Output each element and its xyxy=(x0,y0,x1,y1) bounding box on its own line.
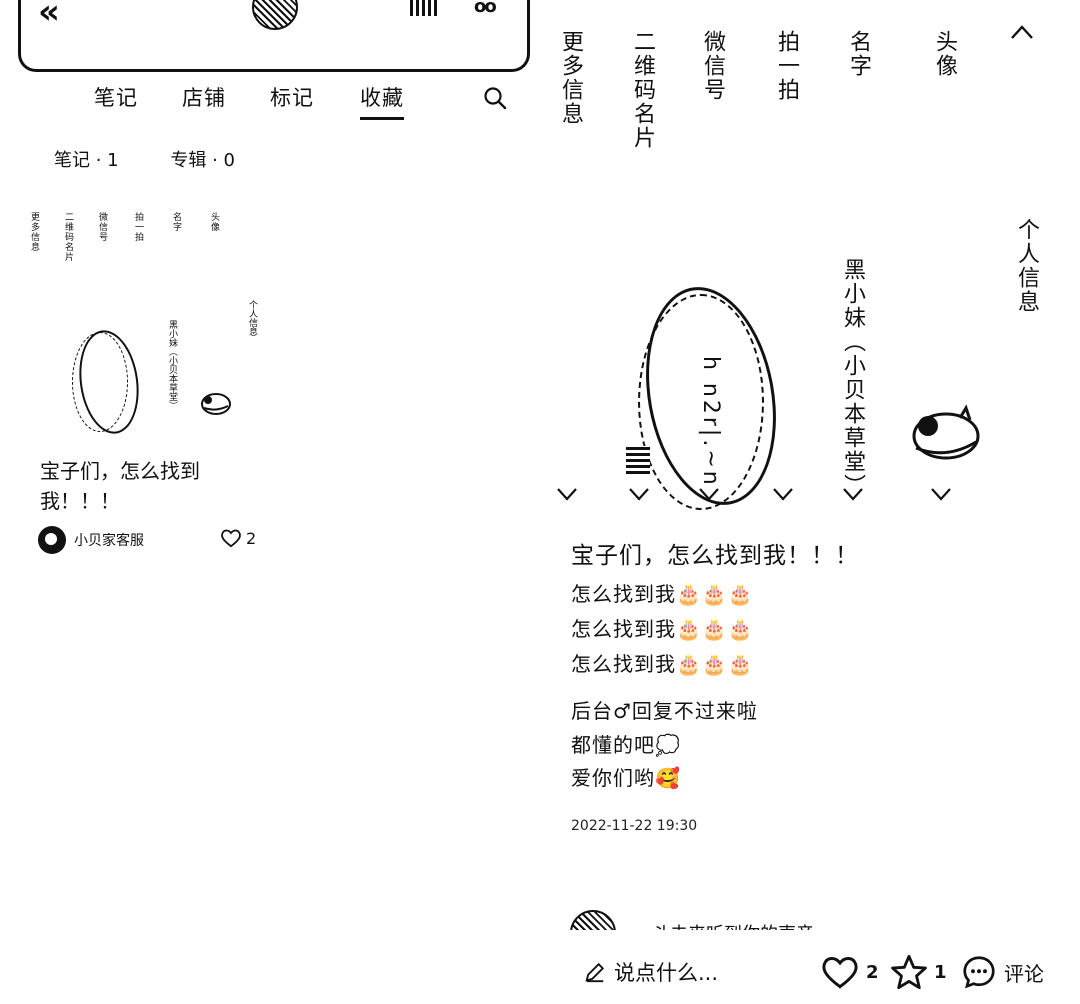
cat-icon xyxy=(912,404,980,460)
sub-tabs: 笔记 · 1 专辑 · 0 xyxy=(54,146,281,172)
double-chevron-left-icon[interactable]: « xyxy=(38,0,60,32)
oval-decoration xyxy=(638,294,764,510)
post-body-line: 爱你们哟🥰 xyxy=(571,766,681,790)
chevron-down-icon[interactable] xyxy=(628,487,650,501)
mini-name: 黑小妹（小贝本草堂） xyxy=(167,320,177,410)
like-button[interactable]: 2 xyxy=(820,954,879,990)
mini-label-more: 更多信息 xyxy=(29,212,39,252)
profile-card xyxy=(18,0,530,72)
comment-input[interactable]: 说点什么... xyxy=(584,957,718,987)
qr-code-icon xyxy=(626,446,650,474)
search-icon[interactable] xyxy=(483,86,507,110)
label-avatar: 头像 xyxy=(932,30,957,78)
label-wechat-id: 微信号 xyxy=(700,30,725,102)
comment-button[interactable]: 评论 xyxy=(960,954,1044,990)
note-detail-panel: 头像 名字 拍一拍 微信号 二维码名片 更多信息 个人信息 黑小妹（小贝本草堂）… xyxy=(540,0,1080,1004)
cat-icon xyxy=(201,393,231,415)
name-value: 黑小妹（小贝本草堂） xyxy=(840,258,865,498)
tab-marks[interactable]: 标记 xyxy=(270,86,314,110)
author-name: 小贝家客服 xyxy=(74,533,144,549)
note-like[interactable]: 2 xyxy=(220,528,256,548)
comment-label: 评论 xyxy=(1004,961,1044,986)
bottom-action-bar: 说点什么... 2 1 评论 xyxy=(540,930,1080,1004)
tab-favorites[interactable]: 收藏 xyxy=(360,82,404,120)
post-body-line: 怎么找到我🎂🎂🎂 xyxy=(571,617,754,641)
note-like-count: 2 xyxy=(246,528,257,548)
like-count: 2 xyxy=(866,961,879,983)
mini-oval xyxy=(72,332,128,432)
mini-label-qr: 二维码名片 xyxy=(63,212,73,262)
post-body-line: 怎么找到我🎂🎂🎂 xyxy=(571,582,754,606)
sub-tab-albums[interactable]: 专辑 · 0 xyxy=(170,150,235,171)
chevron-down-icon[interactable] xyxy=(556,487,578,501)
pencil-icon xyxy=(585,962,605,983)
label-name: 名字 xyxy=(846,30,871,78)
comment-bubble-icon xyxy=(963,956,995,989)
profile-tabs: 笔记 店铺 标记 收藏 xyxy=(0,82,540,122)
author-avatar[interactable] xyxy=(38,526,66,554)
tab-store[interactable]: 店铺 xyxy=(182,86,226,110)
section-title: 个人信息 xyxy=(1014,218,1039,314)
chevron-up-icon[interactable] xyxy=(1010,24,1034,40)
label-qr-card: 二维码名片 xyxy=(630,30,655,150)
note-title[interactable]: 宝子们，怎么找到我！！！ xyxy=(40,459,200,513)
mini-section-title: 个人信息 xyxy=(247,300,257,336)
post-body-line: 后台♂回复不过来啦 xyxy=(571,699,758,723)
chevron-down-icon[interactable] xyxy=(842,487,864,501)
tab-notes[interactable]: 笔记 xyxy=(94,86,138,110)
star-icon xyxy=(891,954,927,990)
label-more-info: 更多信息 xyxy=(558,30,583,126)
favorite-button[interactable]: 1 xyxy=(890,954,947,990)
mini-label-wechat: 微信号 xyxy=(97,212,107,242)
note-cover-thumbnail[interactable]: 头像 名字 拍一拍 微信号 二维码名片 更多信息 个人信息 黑小妹（小贝本草堂） xyxy=(20,200,270,440)
post-title: 宝子们，怎么找到我！！！ xyxy=(571,543,859,569)
heart-icon xyxy=(822,957,858,989)
oval-text: h n2r|.~n xyxy=(698,356,723,488)
qr-code-icon[interactable] xyxy=(410,0,440,16)
chevron-down-icon[interactable] xyxy=(930,487,952,501)
label-pat: 拍一拍 xyxy=(774,30,799,102)
post-date: 2022-11-22 19:30 xyxy=(571,818,698,834)
heart-icon xyxy=(221,529,241,548)
mini-label-avatar: 头像 xyxy=(209,212,219,232)
comment-placeholder: 说点什么... xyxy=(614,961,719,985)
chevron-down-icon[interactable] xyxy=(698,487,720,501)
chevron-down-icon[interactable] xyxy=(772,487,794,501)
post-body-line: 都懂的吧💭 xyxy=(571,733,681,757)
mini-label-pat: 拍一拍 xyxy=(133,212,143,242)
glasses-icon: oo xyxy=(474,0,497,17)
note-author[interactable]: 小贝家客服 xyxy=(38,526,144,554)
profile-panel: « oo 笔记 店铺 标记 收藏 笔记 · 1 专辑 · 0 头像 名字 拍一拍… xyxy=(0,0,540,554)
mini-label-name: 名字 xyxy=(171,212,181,232)
post-body-line: 怎么找到我🎂🎂🎂 xyxy=(571,652,754,676)
sub-tab-notes[interactable]: 笔记 · 1 xyxy=(54,150,119,171)
favorite-count: 1 xyxy=(934,961,947,983)
